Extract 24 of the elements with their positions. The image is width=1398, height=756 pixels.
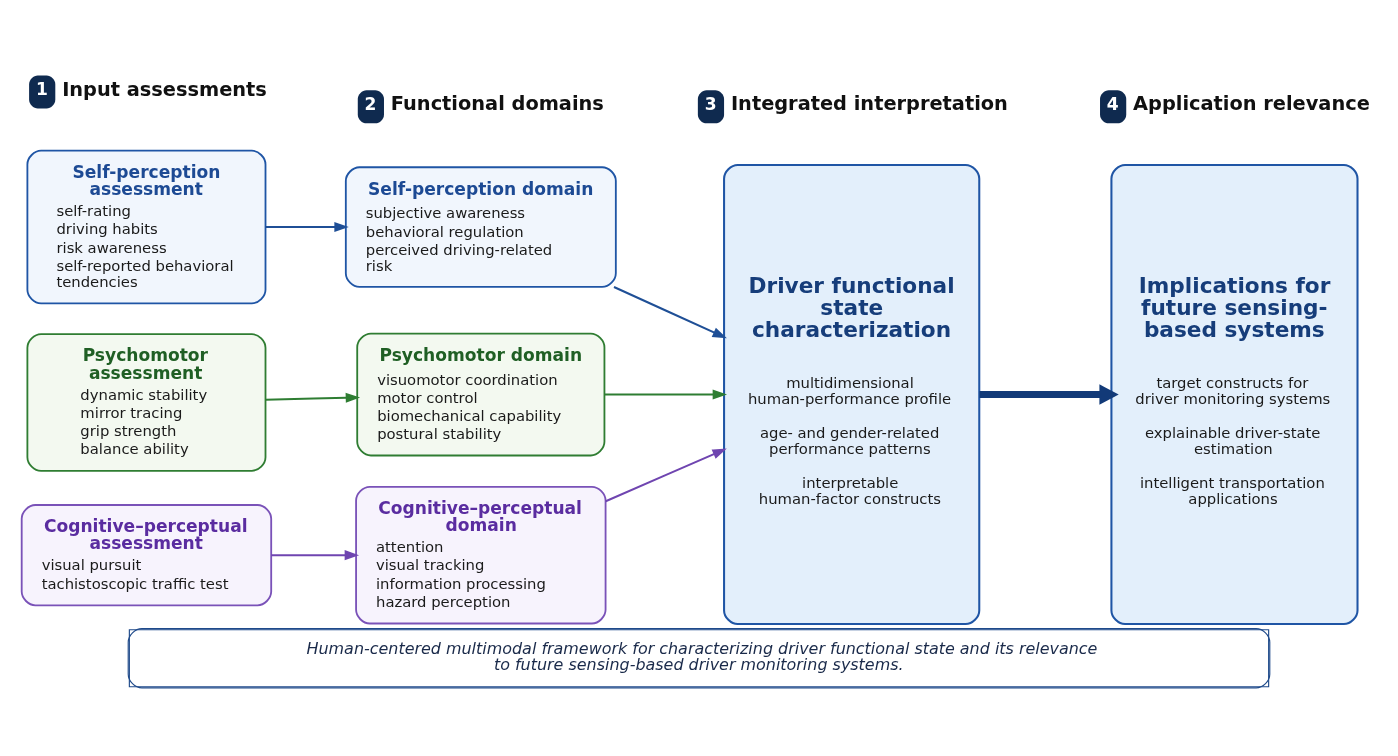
node-box: 2 bbox=[357, 90, 384, 124]
node-box: 3 bbox=[697, 90, 725, 124]
arrow bbox=[613, 286, 727, 339]
node-box: Cognitive–perceptual assessment visual pursuit tachistoscopic traffic test bbox=[20, 504, 273, 607]
node-label: Functional domains bbox=[390, 92, 604, 116]
node-box: Psychomotor assessment dynamic stability mirror tracing grip strength balance ability bbox=[26, 333, 267, 472]
node-label: Integrated interpretation bbox=[730, 92, 1008, 116]
node-box: 1 bbox=[29, 75, 56, 109]
node-label: Application relevance bbox=[1133, 92, 1370, 116]
node-box: Self-perception domain subjective awareness behavioral regulation perceived driving-related risk bbox=[344, 166, 617, 288]
node-box: Self-perception assessment self-rating driving habits risk awareness self-reported behavioral tendencies bbox=[26, 149, 267, 305]
arrow bbox=[979, 384, 1119, 405]
node-label: Input assessments bbox=[62, 77, 267, 101]
node-box: 4 bbox=[1100, 90, 1127, 124]
node-box: Cognitive–perceptual domain attention visual tracking information processing hazard perception bbox=[355, 485, 607, 625]
arrow bbox=[265, 222, 349, 233]
arrow bbox=[271, 550, 360, 561]
arrow bbox=[605, 448, 727, 503]
arrow bbox=[604, 389, 728, 400]
caption: Human-centered multimodal framework for characterizing driver functional state and its relevance to future sensing-based driver monitoring systems. bbox=[306, 638, 1098, 674]
node-box: Implications for future sensing-based systems target constructs for driver monitoring systems explainable driver-state estimation intelligent transportation applications bbox=[1110, 163, 1359, 626]
arrow bbox=[265, 392, 361, 403]
node-box: Psychomotor domain visuomotor coordination motor control biomechanical capability postural stability bbox=[356, 332, 606, 457]
node-box: Driver functional state characterization multidimensional human-performance profile age- and gender-related performance patterns interpretable human-factor constructs bbox=[723, 163, 981, 626]
